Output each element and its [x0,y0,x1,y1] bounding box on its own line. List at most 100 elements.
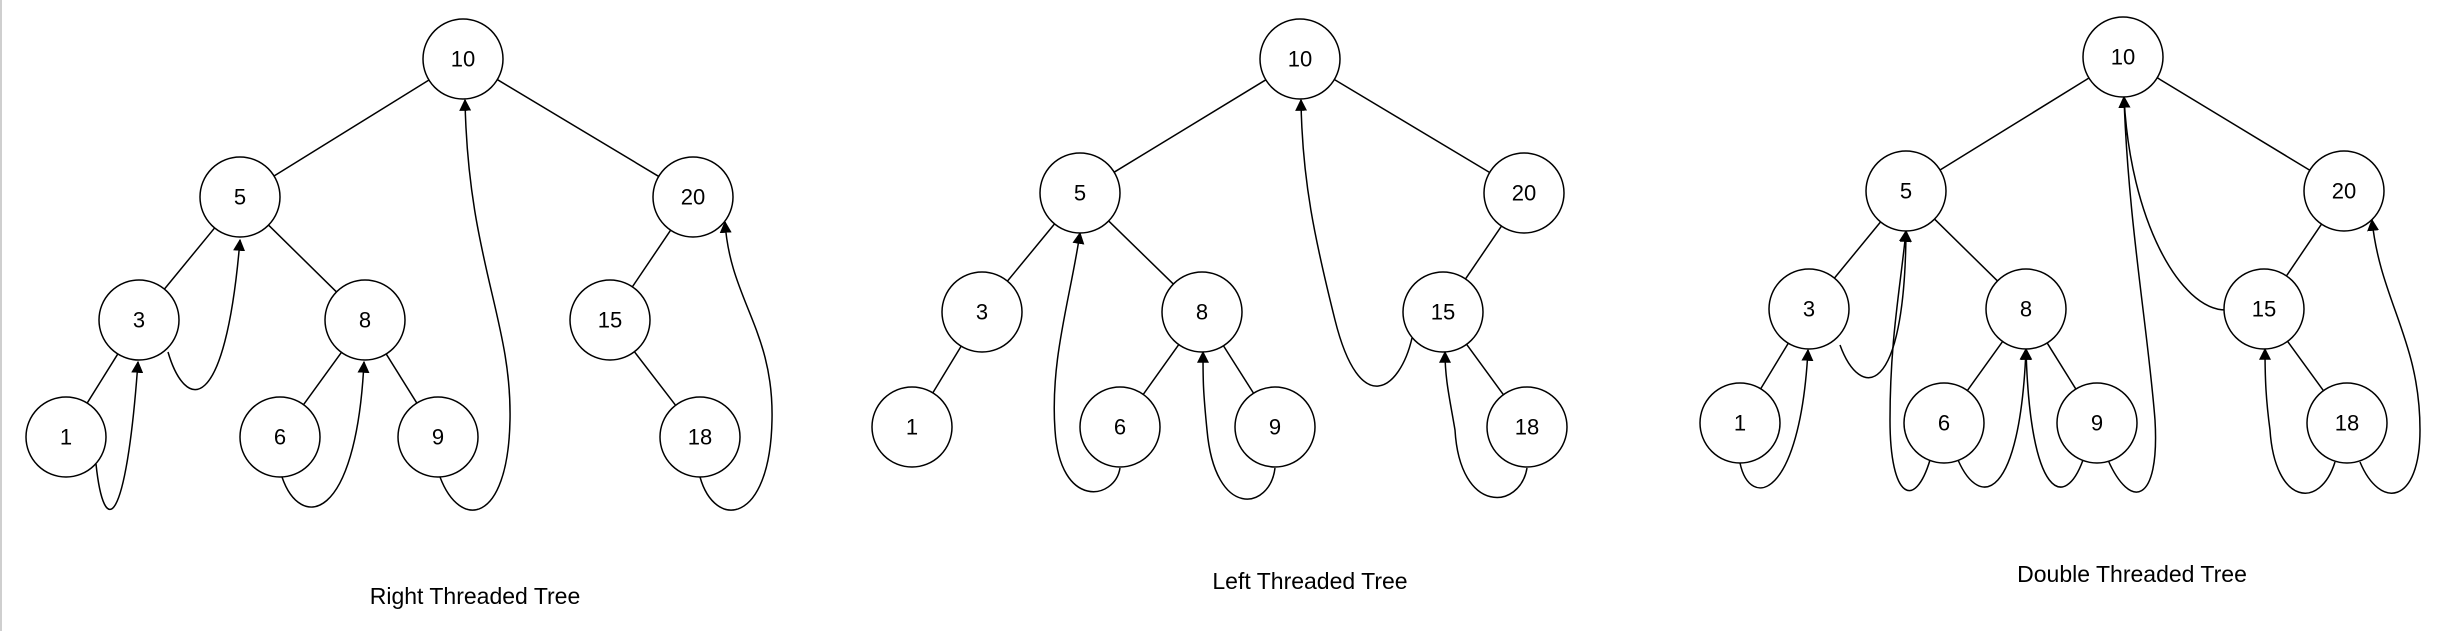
node-label: 10 [2111,45,2135,70]
thread-arrow-double-1-to-3 [1739,348,1814,489]
thread-arrow-double-15-to-10 [2118,95,2227,311]
tree-node-left-6: 6 [1079,386,1161,468]
node-circle [25,396,107,478]
node-circle [324,279,406,361]
thread-arrow-left-9-to-8 [1197,350,1276,500]
thread-arrow-double-3-to-5 [1839,229,1912,379]
edge-left-8-6 [1142,344,1180,395]
tree-node-left-15: 15 [1402,271,1484,353]
edge-double-15-18 [2286,340,2325,392]
node-circle [1903,382,1985,464]
node-circle [1486,386,1568,468]
node-label: 9 [2091,411,2103,436]
node-label: 1 [60,425,72,450]
node-label: 5 [1900,179,1912,204]
edge-right-15-18 [633,351,677,406]
thread-arrow-right-9-to-10 [439,98,511,511]
node-label: 5 [1074,181,1086,206]
edge-double-8-6 [1966,341,2004,391]
node-label: 15 [598,308,622,333]
edge-double-5-8 [1933,218,1999,282]
node-circle [1161,271,1243,353]
diagram-caption-double: Double Threaded Tree [2017,561,2247,587]
node-circle [652,156,734,238]
tree-node-right-10: 10 [422,18,504,100]
tree-node-left-3: 3 [941,271,1023,353]
edge-left-8-9 [1222,345,1255,394]
node-label: 5 [234,185,246,210]
edge-left-15-18 [1465,343,1505,396]
node-label: 9 [432,425,444,450]
tree-node-double-6: 6 [1903,382,1985,464]
node-label: 3 [976,300,988,325]
node-circle [1985,268,2067,350]
node-label: 20 [2332,179,2356,204]
node-label: 18 [688,425,712,450]
tree-node-double-1: 1 [1699,382,1781,464]
edge-left-20-15 [1464,225,1503,280]
node-label: 15 [2252,297,2276,322]
tree-node-right-5: 5 [199,156,281,238]
node-label: 20 [681,185,705,210]
diagram-caption-right: Right Threaded Tree [370,583,581,609]
node-circle [2306,382,2388,464]
thread-arrow-double-9-to-8 [2020,347,2084,488]
tree-node-right-6: 6 [239,396,321,478]
node-label: 8 [359,308,371,333]
tree-node-double-10: 10 [2082,16,2164,98]
tree-node-left-10: 10 [1259,18,1341,100]
node-circle [871,386,953,468]
tree-node-double-8: 8 [1985,268,2067,350]
node-circle [397,396,479,478]
edge-double-20-15 [2285,223,2323,277]
node-label: 1 [1734,411,1746,436]
edge-left-5-3 [1006,223,1056,282]
thread-arrow-double-18-to-15 [2259,347,2336,494]
edge-right-5-8 [267,224,338,293]
tree-node-left-1: 1 [871,386,953,468]
edge-left-3-1 [932,345,962,394]
tree-node-double-5: 5 [1865,150,1947,232]
node-label: 20 [1512,181,1536,206]
edge-left-5-8 [1108,220,1174,285]
node-circle [1699,382,1781,464]
tree-node-double-3: 3 [1768,268,1850,350]
diagram-caption-left: Left Threaded Tree [1212,568,1407,594]
edge-right-20-15 [631,229,672,288]
node-circle [941,271,1023,353]
node-label: 18 [1515,415,1539,440]
thread-arrow-left-15-to-10 [1295,98,1413,387]
node-circle [2082,16,2164,98]
thread-arrow-left-18-to-15 [1439,350,1528,499]
thread-arrow-double-9-to-10 [2107,95,2157,493]
node-label: 3 [1803,297,1815,322]
edge-double-10-5 [1939,77,2090,171]
edge-right-8-9 [385,353,418,404]
node-label: 9 [1269,415,1281,440]
node-circle [98,279,180,361]
node-circle [1768,268,1850,350]
captions-layer: Right Threaded Tree Left Threaded Tree Dou… [370,561,2247,609]
node-circle [2303,150,2385,232]
node-label: 18 [2335,411,2359,436]
tree-node-right-20: 20 [652,156,734,238]
node-circle [1483,152,1565,234]
tree-node-right-9: 9 [397,396,479,478]
node-label: 8 [2020,297,2032,322]
thread-arrow-right-1-to-3 [95,360,144,510]
thread-arrow-left-6-to-5 [1053,231,1121,493]
node-circle [199,156,281,238]
node-circle [1234,386,1316,468]
node-circle [569,279,651,361]
edge-left-10-5 [1113,79,1267,173]
tree-node-right-18: 18 [659,396,741,478]
edge-double-10-20 [2156,77,2311,171]
thread-arrow-double-6-to-8 [1957,347,2032,488]
edge-left-10-20 [1333,78,1491,174]
edge-double-3-1 [1760,342,1789,390]
thread-arrow-double-6-to-5 [1889,229,1931,492]
node-label: 1 [906,415,918,440]
node-label: 6 [1938,411,1950,436]
node-circle [1865,150,1947,232]
